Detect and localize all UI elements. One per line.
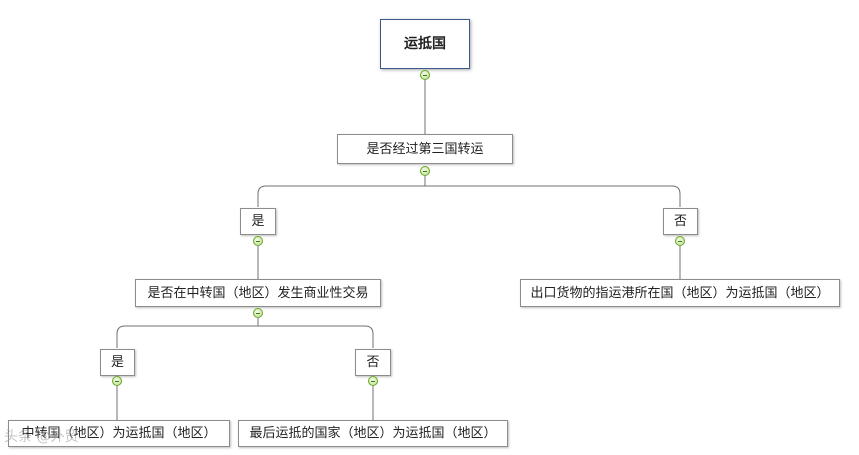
result-no1-label: 出口货物的指运港所在国（地区）为运抵国（地区）: [530, 285, 830, 301]
root-node[interactable]: 运抵国: [380, 19, 470, 69]
question1-node[interactable]: 是否经过第三国转运: [337, 134, 513, 164]
result-no2-label: 最后运抵的国家（地区）为运抵国（地区）: [249, 426, 497, 441]
yes2-node[interactable]: 是: [100, 349, 135, 376]
question2-label: 是否在中转国（地区）发生商业性交易: [147, 285, 369, 301]
collapse-toggle-icon[interactable]: [420, 166, 430, 176]
root-label: 运抵国: [404, 36, 446, 52]
yes1-label: 是: [251, 214, 265, 229]
collapse-toggle-icon[interactable]: [368, 376, 378, 386]
no1-node[interactable]: 否: [663, 208, 698, 235]
collapse-toggle-icon[interactable]: [253, 236, 263, 246]
collapse-toggle-icon[interactable]: [675, 236, 685, 246]
collapse-toggle-icon[interactable]: [420, 70, 430, 80]
watermark: 头条 @外贸: [4, 429, 79, 445]
result-no1-node[interactable]: 出口货物的指运港所在国（地区）为运抵国（地区）: [520, 279, 840, 307]
result-yes2-node[interactable]: 中转国（地区）为运抵国（地区）: [8, 420, 230, 447]
no1-label: 否: [673, 214, 687, 229]
edge-question1-branches: [257, 176, 681, 207]
yes1-node[interactable]: 是: [240, 208, 276, 235]
no2-node[interactable]: 否: [355, 349, 391, 376]
question1-label: 是否经过第三国转运: [366, 141, 484, 157]
result-yes2-label: 中转国（地区）为运抵国（地区）: [21, 426, 217, 441]
collapse-toggle-icon[interactable]: [112, 376, 122, 386]
collapse-toggle-icon[interactable]: [253, 308, 263, 318]
question2-node[interactable]: 是否在中转国（地区）发生商业性交易: [135, 279, 381, 307]
edge-question2-branches: [116, 318, 374, 348]
no2-label: 否: [366, 355, 380, 370]
yes2-label: 是: [110, 355, 124, 370]
result-no2-node[interactable]: 最后运抵的国家（地区）为运抵国（地区）: [238, 420, 508, 447]
